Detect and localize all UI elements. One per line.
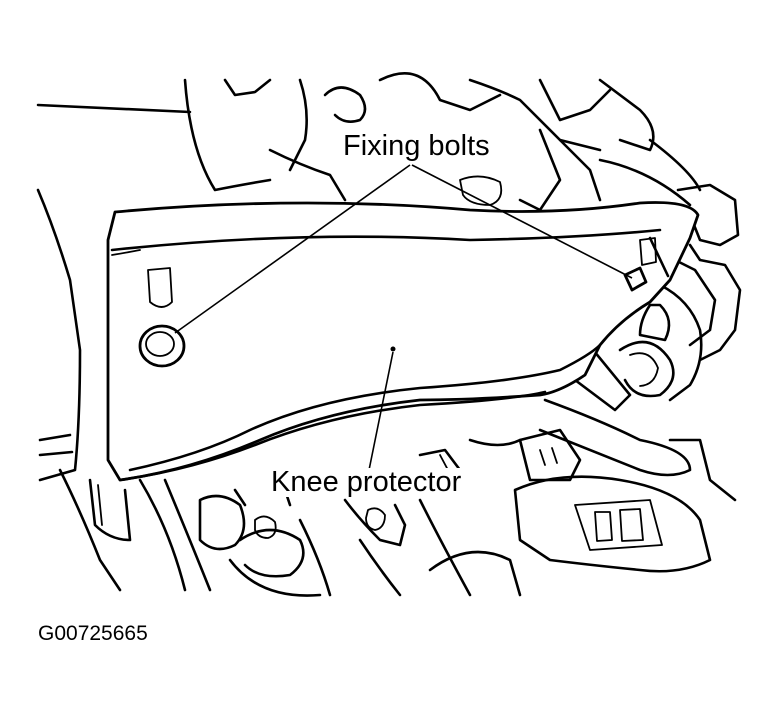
knee-protector-label: Knee protector xyxy=(268,468,465,497)
knee-protector-panel xyxy=(106,201,700,482)
background-components xyxy=(36,72,742,597)
fixing-bolts-label: Fixing bolts xyxy=(340,132,493,161)
leader-lines xyxy=(174,164,633,476)
figure-id: G00725665 xyxy=(38,622,148,645)
